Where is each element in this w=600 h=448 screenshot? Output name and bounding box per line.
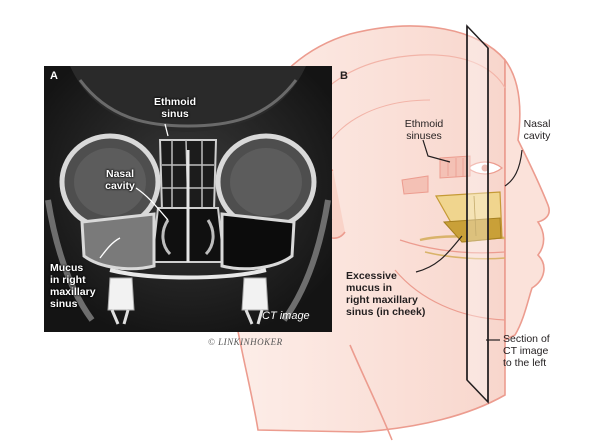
nasal-cavity-label: Nasal cavity bbox=[523, 118, 551, 142]
section-ct-label: Section of CT image to the left bbox=[503, 333, 550, 369]
ct-nasal-label: Nasal cavity bbox=[105, 168, 135, 192]
panel-a-letter: A bbox=[50, 70, 58, 82]
leader-lines bbox=[99, 123, 169, 259]
ct-mucus-label: Mucus in right maxillary sinus bbox=[50, 262, 96, 310]
maxillary-sinus bbox=[435, 191, 503, 243]
section-plane bbox=[466, 24, 489, 404]
ethmoid-sinuses-label: Ethmoid sinuses bbox=[404, 118, 444, 142]
ct-ethmoid-label: Ethmoid sinus bbox=[154, 96, 196, 120]
ct-image-caption: CT image bbox=[262, 310, 310, 322]
ct-scan-panel bbox=[44, 66, 332, 332]
artist-signature: © LINKINHOKER bbox=[208, 337, 283, 347]
leader-lines-b bbox=[415, 139, 523, 341]
panel-b-letter: B bbox=[340, 70, 348, 82]
excessive-mucus-label: Excessive mucus in right maxillary sinus… bbox=[346, 270, 426, 318]
